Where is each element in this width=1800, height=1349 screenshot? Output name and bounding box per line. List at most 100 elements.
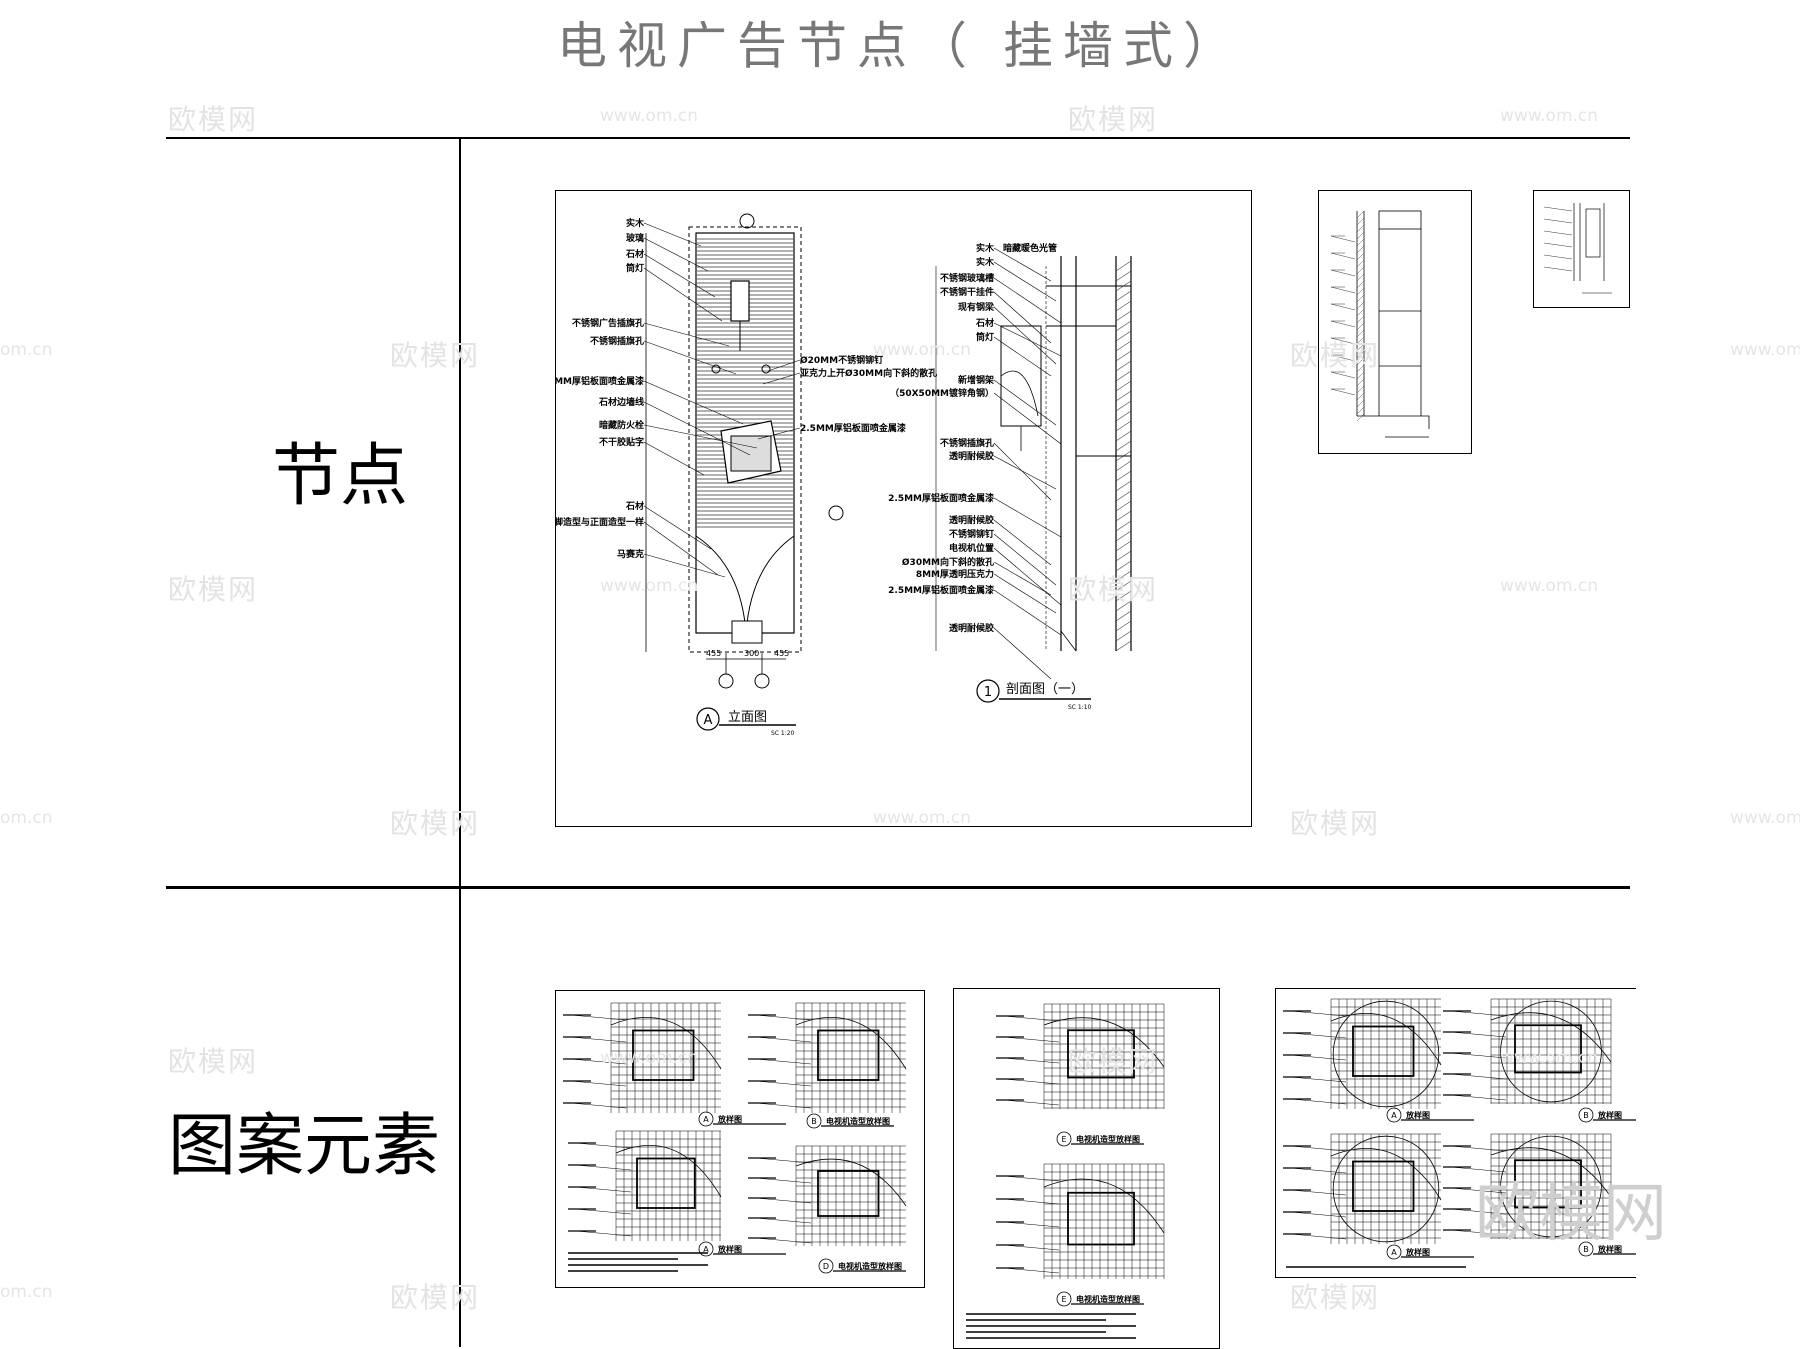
pattern-leader <box>1450 1145 1507 1152</box>
detail-hatch-line <box>1356 301 1365 310</box>
pattern-leader <box>1290 1054 1347 1061</box>
section-leader <box>993 573 1057 614</box>
detail-hatch-line <box>1356 238 1365 247</box>
pattern-leader <box>755 1177 812 1184</box>
pattern-leader <box>575 1230 632 1237</box>
page-title: 电视广告节点（ 挂墙式） <box>557 17 1243 75</box>
pattern-notes <box>568 1252 708 1272</box>
pattern-leader <box>1290 1233 1347 1240</box>
detail-hatch-line <box>1356 266 1365 275</box>
detail-hatch-line <box>1356 357 1365 366</box>
pattern-marker: E <box>1061 1295 1066 1304</box>
pattern-leader <box>1003 1221 1060 1228</box>
elevation-callout: 石材 <box>625 248 644 260</box>
detail-hatch-line <box>1356 294 1365 303</box>
elevation-leader <box>643 253 716 298</box>
detail-leader <box>1330 388 1356 396</box>
section-leader <box>993 291 1052 344</box>
detail-hatch-line <box>1356 406 1365 415</box>
watermark-url: om.cn <box>0 340 53 360</box>
pattern-circle <box>1500 1135 1602 1238</box>
detail-leader <box>1543 206 1573 212</box>
section-leader <box>993 247 1052 282</box>
elevation-marker: A <box>704 713 713 728</box>
pattern-marker-circle <box>1056 1131 1072 1147</box>
pattern-leader <box>755 1217 812 1224</box>
detail-leader <box>1330 235 1356 243</box>
section-hatch-line <box>1115 640 1132 652</box>
section-hatch-line <box>1115 590 1132 602</box>
pattern-marker: B <box>811 1117 817 1126</box>
section-hatch-line <box>1115 600 1132 612</box>
section-hatch-line <box>1115 400 1132 412</box>
section-caption-group: 1 剖面图（一） SC 1:10 <box>976 679 1092 711</box>
elevation-leader <box>643 441 705 476</box>
pattern-curve <box>1490 1012 1612 1063</box>
elevation-leader <box>643 424 758 449</box>
section-hatch-line <box>1115 610 1132 622</box>
pattern-marker-circle <box>1578 1107 1594 1123</box>
pattern-circle <box>1332 1135 1440 1243</box>
pattern-leader <box>1003 1057 1060 1064</box>
pattern-leader <box>755 1058 812 1065</box>
detail-hatch-line <box>1356 322 1365 331</box>
section-hatch-line <box>1115 500 1132 512</box>
detail-hatch-line <box>1356 280 1365 289</box>
pattern-curve <box>1330 1013 1442 1066</box>
section-hatch-line <box>1115 490 1132 502</box>
pattern-marker: A <box>703 1115 709 1124</box>
elevation-view <box>645 213 844 689</box>
section-hatch-line <box>1115 550 1132 562</box>
detail-leader <box>1330 337 1356 345</box>
detail-leader <box>1330 354 1356 362</box>
elevation-callout: 石材 <box>625 500 644 512</box>
elevation-right-callout: 亚克力上开Ø30MM向下斜的散孔 <box>800 367 937 379</box>
pattern-caption: 放样图 <box>1405 1110 1430 1120</box>
pattern-leader <box>1450 1052 1507 1059</box>
section-hatch-line <box>1115 430 1132 442</box>
pattern-leader <box>1290 1098 1347 1105</box>
pattern-leader <box>1290 1211 1347 1218</box>
detail-hatch-line <box>1356 336 1365 345</box>
detail-leader <box>1330 252 1356 260</box>
pattern-caption: 电视机造型放样图 <box>838 1261 902 1271</box>
pattern-leader <box>755 1102 812 1109</box>
section-callout: 不锈钢插旗孔 <box>940 437 994 449</box>
watermark-url: www.om.cn <box>600 106 699 126</box>
detail-sheet-1 <box>1318 190 1472 454</box>
pattern-marker-circle <box>698 1111 714 1127</box>
elevation-dimension: 455 <box>706 649 721 658</box>
watermark-logo: 欧模网 <box>1290 1281 1381 1314</box>
watermark-logo: 欧模网 <box>390 339 481 372</box>
detail-sheet-2 <box>1533 190 1630 308</box>
pattern-caption: 放样图 <box>1597 1110 1622 1120</box>
section-leader <box>993 455 1057 490</box>
pattern-leader <box>1003 1099 1060 1106</box>
pattern-curve <box>1043 1017 1165 1068</box>
pattern-leader <box>575 1208 632 1215</box>
section-leader <box>993 336 1052 377</box>
watermark-url: www.om.cn <box>1730 808 1800 828</box>
pattern-leader <box>755 1014 812 1021</box>
pattern-leader <box>1450 1187 1507 1194</box>
pattern-frame <box>1514 1159 1582 1209</box>
watermark-logo: 欧模网 <box>168 103 259 136</box>
detail-hatch-line <box>1356 273 1365 282</box>
pattern-caption: 电视机造型放样图 <box>1076 1134 1140 1144</box>
pattern-grid <box>748 1002 907 1113</box>
section-leader <box>993 392 1062 445</box>
detail-leader <box>1330 320 1356 328</box>
section-callout: 透明耐候胶 <box>949 514 994 526</box>
pattern-marker-circle <box>1386 1244 1402 1260</box>
detail-drawing-1 <box>1330 210 1430 438</box>
watermark-url: www.om.cn <box>1500 576 1599 596</box>
section-callout: 2.5MM厚铝板面喷金属漆 <box>888 492 994 504</box>
elevation-leader <box>643 267 723 322</box>
elevation-callout: 2.5MM厚铝板面喷金属漆 <box>556 375 644 387</box>
pattern-marker: B <box>1583 1245 1589 1254</box>
section-callout: （50X50MM镀锌角钢） <box>890 387 994 399</box>
